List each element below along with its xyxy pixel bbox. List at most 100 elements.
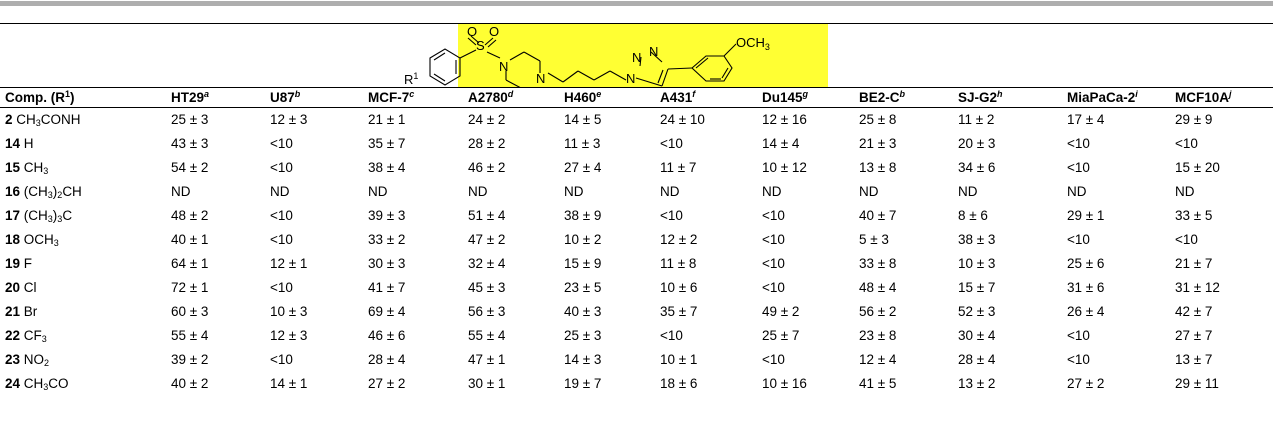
chemical-structure-area: O S O N N N N N OCH3 R1 [0,24,1273,87]
value-cell: 27 ± 2 [368,376,406,391]
column-header-footnote: b [899,88,906,99]
substituent-text: (CH [20,208,48,223]
value-cell: 45 ± 3 [468,280,506,295]
atom-nitrogen-1: N [499,59,508,74]
value-cell: 10 ± 2 [564,232,602,247]
value-cell: ND [171,184,191,199]
value-cell: 13 ± 2 [958,376,996,391]
substituent-text: CH [12,112,36,127]
substituent-text: Br [20,304,38,319]
value-cell: 21 ± 1 [368,112,406,127]
value-cell: 46 ± 2 [468,160,506,175]
column-header-footnote: d [507,88,514,99]
column-header-label: HT29 [171,89,205,105]
value-cell: <10 [270,208,293,223]
column-header-label: BE2-C [859,89,900,105]
value-cell: 8 ± 6 [958,208,988,223]
value-cell: 40 ± 2 [171,376,209,391]
value-cell: 25 ± 7 [762,328,800,343]
column-header: MCF10Aj [1170,87,1273,108]
column-header-footnote: c [409,88,415,99]
value-cell: 26 ± 4 [1067,304,1105,319]
value-cell: 10 ± 16 [762,376,807,391]
column-header-label: MCF10A [1175,89,1230,105]
value-cell: ND [368,184,388,199]
compound-cell: 21 Br [0,300,166,324]
value-cell: 40 ± 7 [859,208,897,223]
value-cell: <10 [660,208,683,223]
compound-cell: 2 CH3CONH [0,108,166,133]
structure-atom-labels: O S O N N N N N OCH3 R1 [404,24,770,87]
column-header: SJ-G2h [953,87,1062,108]
atom-sulfur: S [476,38,485,53]
value-cell: 51 ± 4 [468,208,506,223]
substituent-text: 3 [43,382,49,392]
top-gray-rule [0,1,1273,6]
value-cell: 55 ± 4 [468,328,506,343]
value-cell: 48 ± 4 [859,280,897,295]
value-cell: ND [468,184,488,199]
value-cell: 21 ± 7 [1175,256,1213,271]
methoxy-label: OCH3 [736,35,770,52]
value-cell: 33 ± 5 [1175,208,1213,223]
substituent-text: CH [20,376,44,391]
value-cell: 64 ± 1 [171,256,209,271]
value-cell: 14 ± 3 [564,352,602,367]
compound-cell: 14 H [0,132,166,156]
compound-id: 22 [5,328,21,343]
value-cell: 15 ± 7 [958,280,996,295]
column-header-label: MCF-7 [368,89,410,105]
substituent-text: CO [48,376,69,391]
substituent-text: CF [20,328,42,343]
value-cell: 14 ± 1 [270,376,308,391]
value-cell: <10 [1067,136,1090,151]
value-cell: 25 ± 8 [859,112,897,127]
value-cell: 24 ± 2 [468,112,506,127]
substituent-text: 3 [47,214,53,224]
value-cell: 55 ± 4 [171,328,209,343]
value-cell: 10 ± 3 [958,256,996,271]
value-cell: <10 [1067,328,1090,343]
value-cell: 29 ± 1 [1067,208,1105,223]
value-cell: 28 ± 2 [468,136,506,151]
value-cell: 25 ± 3 [564,328,602,343]
column-header: A431f [655,87,757,108]
value-cell: 11 ± 7 [660,160,697,175]
column-header: A2780d [463,87,559,108]
value-cell: 41 ± 7 [368,280,406,295]
column-header-label: MiaPaCa-2 [1067,89,1136,105]
value-cell: 28 ± 4 [368,352,406,367]
substituent-text: 3 [41,334,47,344]
value-cell: 11 ± 2 [958,112,995,127]
value-cell: 15 ± 20 [1175,160,1220,175]
value-cell: 14 ± 4 [762,136,800,151]
compound-cell: 17 (CH3)3C [0,204,166,228]
substituent-text: CH [62,184,82,199]
value-cell: 28 ± 4 [958,352,996,367]
value-cell: 12 ± 4 [859,352,897,367]
value-cell: 31 ± 6 [1067,280,1105,295]
value-cell: 30 ± 4 [958,328,996,343]
value-cell: 17 ± 4 [1067,112,1105,127]
value-cell: ND [270,184,290,199]
value-cell: 10 ± 6 [660,280,698,295]
compound-id: 2 [5,112,13,127]
value-cell: <10 [762,352,785,367]
value-cell: 23 ± 5 [564,280,602,295]
column-header: BE2-Cb [854,87,953,108]
value-cell: 40 ± 3 [564,304,602,319]
value-cell: 13 ± 7 [1175,352,1213,367]
value-cell: <10 [270,160,293,175]
substituent-text: 2 [57,190,63,200]
value-cell: 34 ± 6 [958,160,996,175]
column-header: MCF-7c [363,87,463,108]
substituent-text: 2 [44,358,50,368]
atom-nitrogen-4: N [632,50,641,65]
